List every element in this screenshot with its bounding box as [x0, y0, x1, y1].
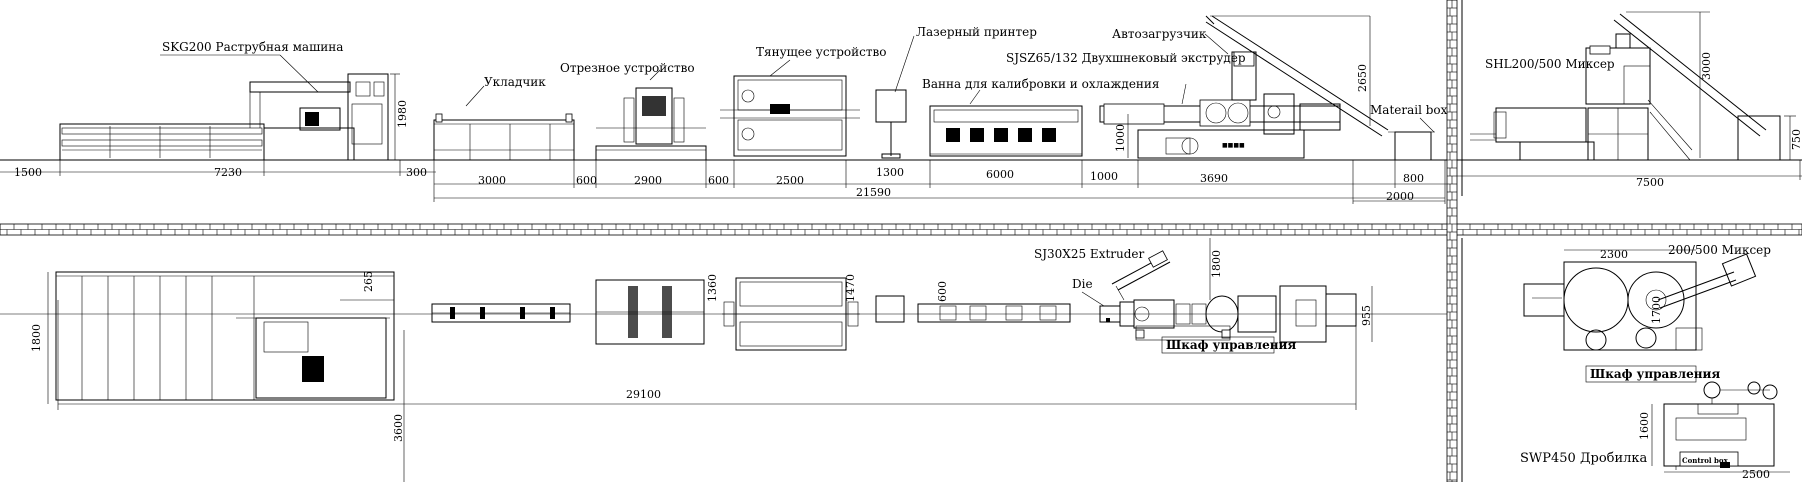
mixer-plan: [1523, 249, 1757, 351]
label-laser-printer: Лазерный принтер: [916, 25, 1037, 39]
cutter: [595, 69, 707, 161]
label-bath: Ванна для калибровки и охлаждения: [922, 77, 1160, 91]
dim-1700: 1700: [1650, 296, 1663, 324]
dim-1000: 1000: [1090, 170, 1118, 183]
label-extruder: SJSZ65/132 Двухшнековый экструдер: [1006, 51, 1246, 65]
extruder-plate: ■■■■: [1222, 142, 1245, 149]
material-box: [1388, 117, 1435, 161]
dim-600: 600: [936, 281, 949, 302]
shl-mixer: [1470, 33, 1693, 161]
label-skg200: SKG200 Раструбная машина: [162, 40, 343, 54]
label-die: Die: [1072, 277, 1093, 291]
dim-1800-vertical: 1800: [1210, 250, 1223, 278]
dim-2000: 2000: [1386, 190, 1414, 203]
dim-265: 265: [362, 271, 375, 292]
dim-1300: 1300: [876, 166, 904, 179]
dim-29100: 29100: [626, 388, 661, 401]
dim-1500: 1500: [14, 166, 42, 179]
swp450-crusher: [1663, 381, 1790, 473]
label-material-box: Materail box: [1370, 103, 1448, 117]
label-cutter: Отрезное устройство: [560, 61, 695, 75]
dim-2300: 2300: [1600, 248, 1628, 261]
label-autoloader: Автозагрузчик: [1112, 27, 1207, 41]
belling-machine-plan: [55, 271, 395, 401]
dim-2500: 2500: [776, 174, 804, 187]
dim-3690: 3690: [1200, 172, 1228, 185]
mixer-conveyor: [1613, 11, 1796, 161]
dim-300: 300: [406, 166, 427, 179]
laser-printer: [875, 35, 915, 159]
label-sj30x25-extruder: SJ30X25 Extruder: [1034, 247, 1145, 261]
dim-750: 750: [1790, 129, 1802, 150]
skg200-belling-machine: [59, 54, 400, 161]
haul-off-unit: [720, 59, 860, 157]
label-control-box: Control box: [1682, 456, 1729, 465]
dim-1000-vertical: 1000: [1114, 124, 1127, 152]
dim-7500: 7500: [1636, 176, 1664, 189]
dim-6000: 6000: [986, 168, 1014, 181]
dim-1980: 1980: [396, 100, 409, 128]
dim-21590: 21590: [856, 186, 891, 199]
dim-2900: 2900: [634, 174, 662, 187]
dim-1800: 1800: [30, 324, 43, 352]
dim-3600: 3600: [392, 414, 405, 442]
haul-off-plan: [722, 277, 860, 351]
brick-wall-horizontal: [0, 223, 1802, 236]
autoloader-conveyor: [1205, 15, 1389, 137]
dim-2650: 2650: [1356, 64, 1369, 92]
dim-1470: 1470: [844, 274, 857, 302]
dim-1600: 1600: [1638, 412, 1651, 440]
laser-printer-plan: [875, 295, 905, 323]
dim-3000: 3000: [478, 174, 506, 187]
label-200-500-mixer: 200/500 Миксер: [1668, 243, 1771, 257]
label-shl-mixer: SHL200/500 Миксер: [1485, 57, 1615, 71]
label-haul-off: Тянущее устройство: [756, 45, 886, 59]
twin-screw-extruder: ■■■■: [1099, 51, 1341, 159]
calibration-cooling-bath: [929, 89, 1083, 157]
dim-800: 800: [1403, 172, 1424, 185]
stacker: [433, 85, 575, 161]
brick-wall-vertical: [1446, 0, 1458, 482]
label-stacker: Укладчик: [484, 75, 546, 89]
extruder-plan: [1099, 250, 1357, 343]
dim-2500-bottom: 2500: [1742, 468, 1770, 481]
label-swp450-crusher: SWP450 Дробилка: [1520, 451, 1648, 466]
bath-plan: [917, 303, 1071, 323]
dim-7230: 7230: [214, 166, 242, 179]
dim-1360: 1360: [706, 274, 719, 302]
dim-3000-vertical: 3000: [1700, 52, 1713, 80]
dim-600b: 600: [708, 174, 729, 187]
cutter-plan: [595, 279, 705, 345]
label-control-cabinet: Шкаф управления: [1166, 338, 1296, 352]
stacker-plan: [431, 303, 571, 323]
label-control-cabinet-2: Шкаф управления: [1590, 367, 1720, 381]
dim-600a: 600: [576, 174, 597, 187]
dim-955: 955: [1360, 305, 1373, 326]
